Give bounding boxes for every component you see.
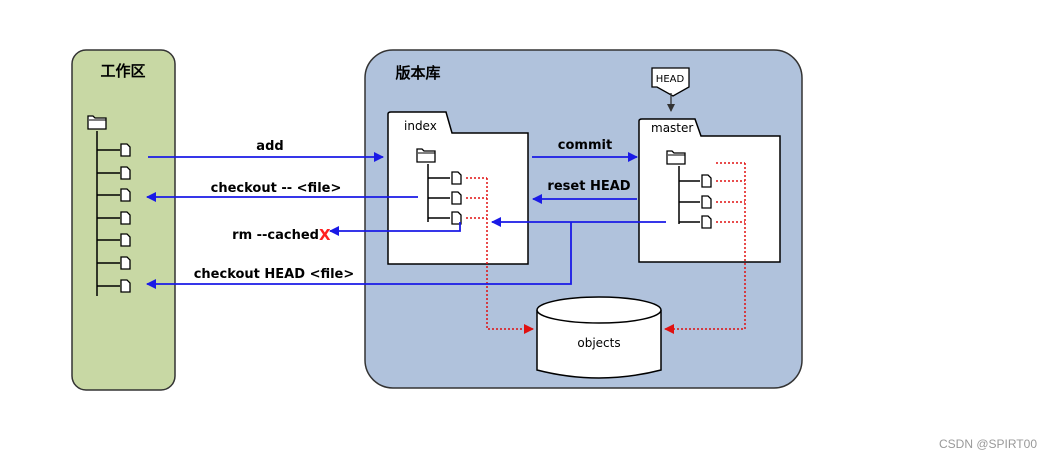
file-icon xyxy=(451,171,462,185)
arrow-labels: add checkout -- <file> rm --cached X che… xyxy=(194,138,631,282)
watermark: CSDN @SPIRT00 xyxy=(939,437,1037,451)
rm-cached-label: rm --cached xyxy=(232,228,319,243)
workspace-panel: 工作区 xyxy=(71,49,176,391)
file-icon xyxy=(701,174,712,188)
file-icon xyxy=(701,215,712,229)
objects-label: objects xyxy=(577,336,620,350)
file-icon xyxy=(701,195,712,209)
file-icon xyxy=(451,191,462,205)
folder-icon xyxy=(87,115,107,130)
index-folder: index xyxy=(387,111,529,265)
file-icon xyxy=(120,279,131,293)
rm-cached-arrow xyxy=(329,222,461,236)
file-icon xyxy=(120,211,131,225)
file-icon xyxy=(120,166,131,180)
checkout-head-arrow xyxy=(146,222,572,289)
file-icon xyxy=(120,143,131,157)
workspace-title: 工作区 xyxy=(100,62,145,80)
command-arrows xyxy=(146,152,666,289)
head-pointer: HEAD xyxy=(651,67,690,112)
workspace-tree xyxy=(87,115,131,296)
repository-title: 版本库 xyxy=(395,64,440,82)
master-folder: master xyxy=(638,118,781,263)
file-icon xyxy=(120,256,131,270)
checkout-file-label: checkout -- <file> xyxy=(211,181,342,196)
reset-head-label: reset HEAD xyxy=(547,179,630,194)
checkout-head-label: checkout HEAD <file> xyxy=(194,267,355,282)
file-icon xyxy=(120,188,131,202)
folder-icon xyxy=(666,150,686,165)
index-label: index xyxy=(404,119,437,133)
master-label: master xyxy=(651,121,693,135)
folder-icon xyxy=(416,148,436,163)
head-label: HEAD xyxy=(656,74,685,85)
rm-cached-x: X xyxy=(319,226,331,244)
file-icon xyxy=(120,233,131,247)
add-label: add xyxy=(256,139,283,154)
commit-label: commit xyxy=(558,138,612,153)
objects-database: objects xyxy=(536,296,662,379)
